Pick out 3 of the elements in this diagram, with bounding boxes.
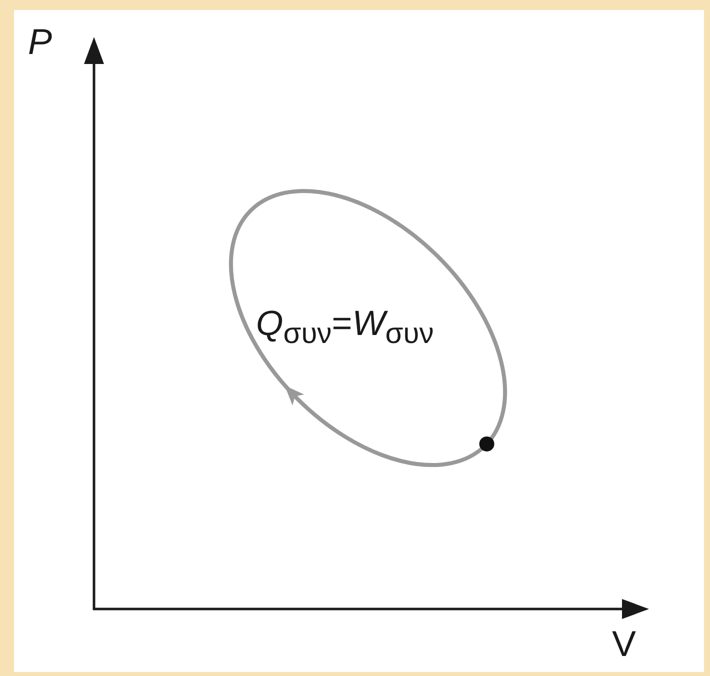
axis-label: V [612, 626, 636, 662]
equation-label: Q$_{συν}$=W$_{συν}$ [256, 306, 434, 350]
axis-label: P [28, 24, 52, 60]
